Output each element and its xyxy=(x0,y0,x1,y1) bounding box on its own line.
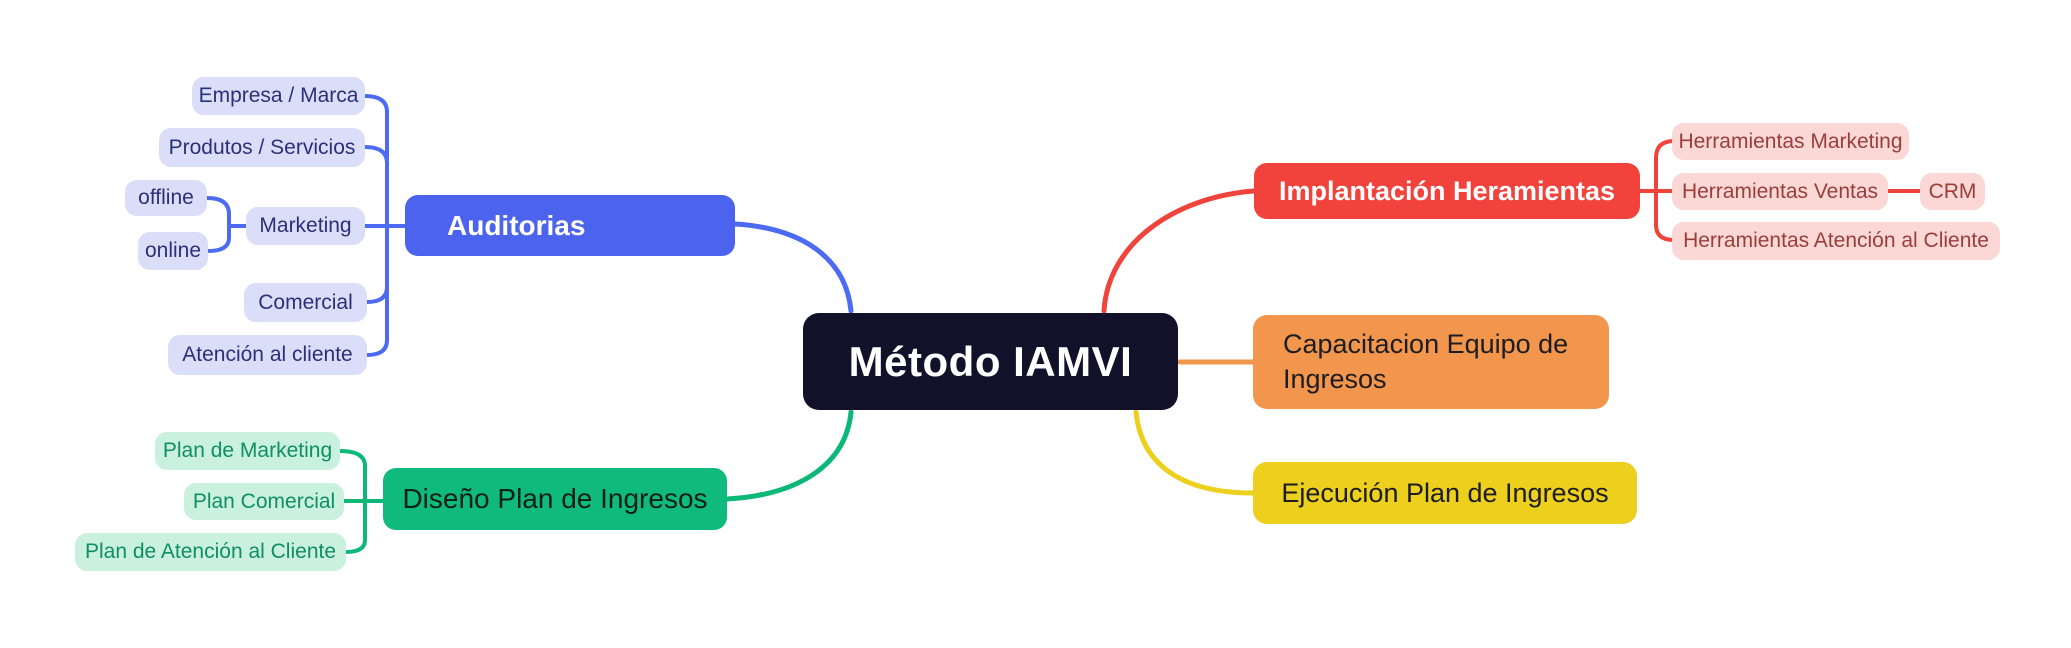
edge-diseno-central xyxy=(724,409,854,502)
edge-auditorias-central xyxy=(732,221,854,314)
edge-atencion xyxy=(365,338,389,357)
node-empresa-marca[interactable]: Empresa / Marca xyxy=(192,77,365,115)
node-crm[interactable]: CRM xyxy=(1920,173,1985,210)
node-plan-atencion-cliente[interactable]: Plan de Atención al Cliente xyxy=(75,533,346,571)
node-atencion-al-cliente[interactable]: Atención al cliente xyxy=(168,335,367,375)
node-plan-comercial[interactable]: Plan Comercial xyxy=(184,483,344,520)
edge-plan-marketing xyxy=(338,449,367,468)
edge-plan-atencion xyxy=(344,538,367,554)
node-capacitacion-equipo-ingresos[interactable]: Capacitacion Equipo de Ingresos xyxy=(1253,315,1609,409)
node-herramientas-ventas[interactable]: Herramientas Ventas xyxy=(1672,173,1888,210)
node-herramientas-marketing[interactable]: Herramientas Marketing xyxy=(1672,123,1909,160)
node-plan-de-marketing[interactable]: Plan de Marketing xyxy=(155,432,340,470)
edge-offline xyxy=(205,196,231,216)
node-metodo-iamvi[interactable]: Método IAMVI xyxy=(803,313,1178,410)
edge-marketing-mini xyxy=(227,212,248,240)
node-comercial[interactable]: Comercial xyxy=(244,283,367,322)
node-marketing[interactable]: Marketing xyxy=(246,207,365,245)
node-produtos-servicios[interactable]: Produtos / Servicios xyxy=(159,128,365,167)
edge-produtos xyxy=(363,145,389,165)
edge-h-atencion xyxy=(1654,223,1676,242)
node-herramientas-atencion-cliente[interactable]: Herramientas Atención al Cliente xyxy=(1672,222,2000,260)
node-ejecucion-plan-ingresos[interactable]: Ejecución Plan de Ingresos xyxy=(1253,462,1637,524)
edge-h-marketing xyxy=(1654,139,1676,160)
edge-implantacion-central xyxy=(1101,188,1257,314)
node-online[interactable]: online xyxy=(138,232,208,270)
node-offline[interactable]: offline xyxy=(125,180,207,216)
edge-empresa xyxy=(363,94,389,114)
edge-ejecucion-central xyxy=(1133,409,1256,496)
edge-online xyxy=(206,236,231,253)
node-auditorias[interactable]: Auditorias xyxy=(405,195,735,256)
node-diseno-plan-ingresos[interactable]: Diseño Plan de Ingresos xyxy=(383,468,727,530)
node-implantacion-heramientas[interactable]: Implantación Heramientas xyxy=(1254,163,1640,219)
edge-comercial xyxy=(365,285,389,304)
